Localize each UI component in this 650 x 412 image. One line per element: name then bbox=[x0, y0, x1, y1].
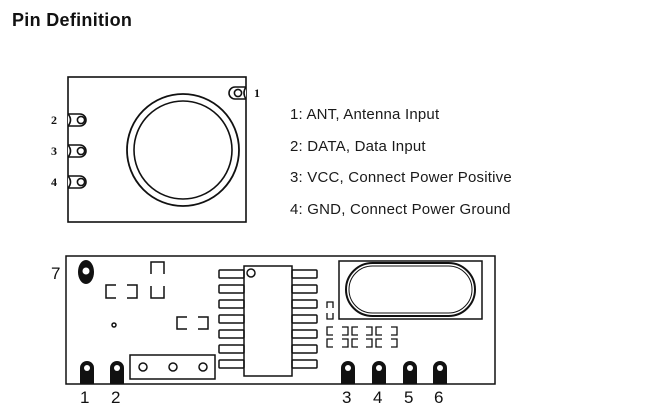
pin-definition-1: 1: ANT, Antenna Input bbox=[290, 106, 440, 123]
header-hole-2 bbox=[168, 362, 178, 372]
bottom-module bbox=[65, 255, 496, 385]
antenna-coil-inner bbox=[133, 100, 233, 200]
ic-pin1-marker bbox=[246, 268, 256, 278]
top-pad-4 bbox=[67, 175, 87, 189]
bottom-pin-label-5: 5 bbox=[404, 388, 413, 407]
crystal-outline bbox=[338, 260, 483, 320]
header-hole-1 bbox=[138, 362, 148, 372]
bottom-module-outline bbox=[65, 255, 496, 385]
top-pad-2 bbox=[67, 113, 87, 127]
bottom-pad-6 bbox=[433, 361, 447, 384]
top-pad-3 bbox=[67, 144, 87, 158]
top-module bbox=[67, 76, 247, 223]
top-pad-1 bbox=[228, 86, 247, 100]
bottom-pin-label-3: 3 bbox=[342, 388, 351, 407]
pin-definition-2: 2: DATA, Data Input bbox=[290, 137, 426, 155]
bottom-pad-2 bbox=[110, 361, 124, 384]
component-footprints-left bbox=[105, 261, 209, 330]
component-footprints-right bbox=[326, 301, 398, 348]
bottom-pad-1 bbox=[80, 361, 94, 384]
bottom-pads bbox=[80, 361, 447, 384]
bottom-pin-label-7: 7 bbox=[51, 264, 60, 283]
page-title: Pin Definition bbox=[12, 10, 133, 30]
bottom-pad-3 bbox=[341, 361, 355, 384]
ic-chip-right-leads bbox=[291, 269, 318, 369]
header-block bbox=[129, 354, 216, 380]
bottom-pin-label-1: 1 bbox=[80, 388, 89, 407]
top-pin-label-2: 2 bbox=[51, 113, 57, 127]
crystal-body bbox=[345, 262, 476, 317]
ic-chip-left-leads bbox=[218, 269, 245, 369]
bottom-pin-label-6: 6 bbox=[434, 388, 443, 407]
pin-definition-3: 3: VCC, Connect Power Positive bbox=[290, 169, 512, 186]
antenna-coil-outer bbox=[126, 93, 240, 207]
bottom-pin-label-2: 2 bbox=[111, 388, 120, 407]
bottom-pin-label-4: 4 bbox=[373, 388, 382, 407]
top-pin-label-3: 3 bbox=[51, 144, 57, 158]
top-pin-label-4: 4 bbox=[51, 175, 57, 189]
pin-definition-4: 4: GND, Connect Power Ground bbox=[290, 200, 511, 218]
pin-definition-list: 1: ANT, Antenna Input 2: DATA, Data Inpu… bbox=[290, 104, 512, 230]
header-hole-3 bbox=[198, 362, 208, 372]
ic-chip-body bbox=[243, 265, 293, 377]
top-pin-label-1: 1 bbox=[254, 86, 260, 100]
bottom-pad-4 bbox=[372, 361, 386, 384]
bottom-pad-5 bbox=[403, 361, 417, 384]
